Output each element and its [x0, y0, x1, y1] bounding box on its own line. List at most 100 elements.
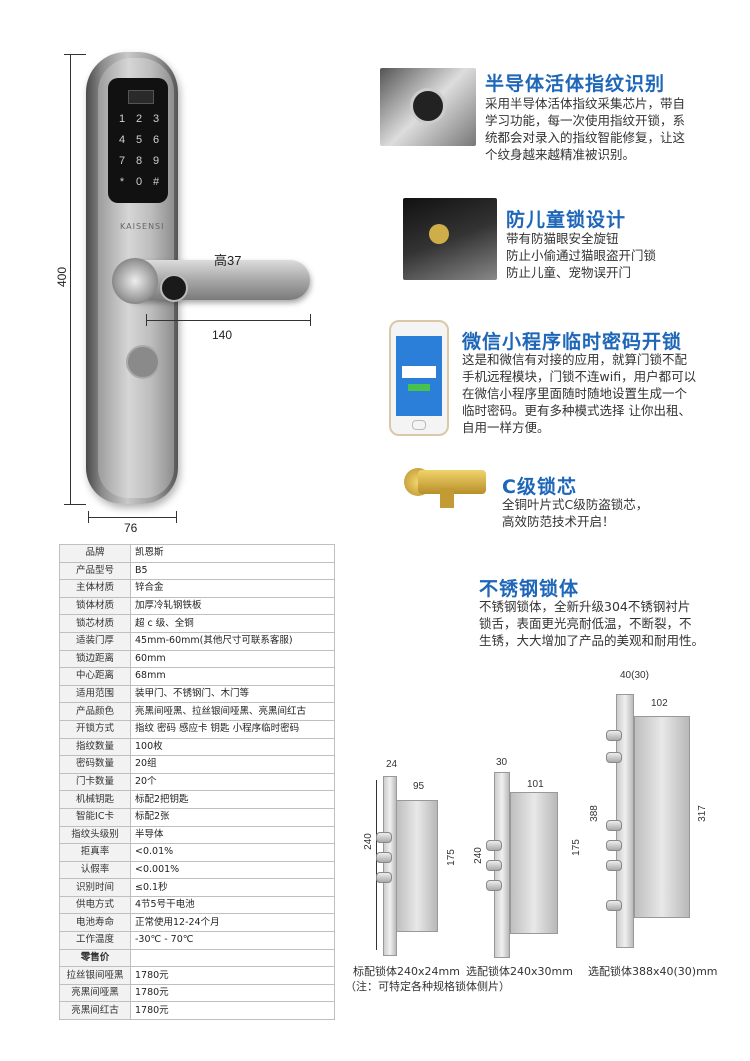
spec-key: 中心距离: [59, 667, 131, 686]
spec-value: 亮黑间哑黑、拉丝银间哑黑、亮黑间红古: [130, 702, 335, 721]
handle-length-label: 140: [212, 328, 233, 342]
mortise-c-height-inner: 317: [696, 805, 708, 822]
spec-value: 指纹 密码 感应卡 钥匙 小程序临时密码: [130, 719, 335, 739]
price-color: 亮黑间红古: [59, 1001, 131, 1021]
bolt-icon: [606, 820, 622, 831]
height-dim-label: 400: [55, 266, 70, 288]
table-row: 拒真率<0.01%: [59, 843, 335, 862]
bolt-icon: [486, 840, 502, 851]
keypad-key[interactable]: 8: [135, 155, 143, 167]
spec-value: 标配2把钥匙: [130, 790, 335, 809]
spec-value: ≤0.1秒: [130, 878, 335, 897]
spec-key: 门卡数量: [59, 772, 131, 792]
keypad-key[interactable]: 2: [135, 113, 143, 125]
keypad-key[interactable]: 4: [118, 134, 126, 146]
spec-key: 适用范围: [59, 684, 131, 704]
spec-value: 60mm: [130, 649, 335, 669]
table-row: 开锁方式指纹 密码 感应卡 钥匙 小程序临时密码: [59, 719, 335, 739]
feature-line: 自用一样方便。: [462, 420, 550, 435]
bolt-icon: [486, 860, 502, 871]
mortise-c-depth: 102: [651, 698, 668, 709]
mortise-b-depth: 101: [527, 779, 544, 790]
handle-length-tick-left: [146, 314, 147, 326]
bolt-icon: [606, 840, 622, 851]
bolt-icon: [376, 832, 392, 843]
table-row: 机械钥匙标配2把钥匙: [59, 790, 335, 809]
spec-key: 指纹头级别: [59, 825, 131, 845]
home-button-icon: [412, 420, 426, 430]
height-dim-tick-bottom: [64, 504, 86, 505]
table-row: 智能IC卡标配2张: [59, 807, 335, 827]
bolt-icon: [606, 900, 622, 911]
mortise-c-width: 40(30): [620, 670, 649, 681]
price-value: 1780元: [130, 1001, 335, 1021]
height-dim-tick-top: [64, 54, 86, 55]
keypad-key[interactable]: 0: [135, 176, 143, 188]
spec-value: 20个: [130, 772, 335, 792]
spec-value: <0.01%: [130, 843, 335, 862]
spec-value: 标配2张: [130, 807, 335, 827]
spec-key: 智能IC卡: [59, 807, 131, 827]
feature-line: 临时密码。更有多种模式选择 让你出租、: [462, 403, 691, 418]
mortise-c-body: [634, 716, 690, 918]
height-dim-line: [70, 54, 71, 504]
table-row: 锁芯材质超 c 级、全铜: [59, 614, 335, 633]
keypad-key[interactable]: #: [152, 176, 160, 188]
mortise-a-height-inner: 175: [445, 849, 457, 866]
table-row: 主体材质锌合金: [59, 579, 335, 598]
feature-line: 学习功能，每一次使用指纹开锁，系: [485, 113, 686, 128]
fingerprint-icon: [410, 88, 446, 124]
spec-key: 锁芯材质: [59, 614, 131, 633]
mortise-a-depth: 95: [413, 781, 425, 792]
spec-value: 装甲门、不锈钢门、木门等: [130, 684, 335, 704]
spec-value: B5: [130, 561, 335, 581]
spec-value: 68mm: [130, 667, 335, 686]
table-row: 指纹头级别半导体: [59, 825, 335, 845]
child-lock-photo: [403, 198, 497, 280]
mortise-note: （注：可特定各种规格锁体侧片）: [345, 980, 510, 993]
keypad-key[interactable]: 6: [152, 134, 160, 146]
feature-text-wechat: 这是和微信有对接的应用，就算门锁不配 手机远程模块，门锁不连wifi，用户都可以…: [462, 351, 696, 436]
keypad-key[interactable]: 5: [135, 134, 143, 146]
mortise-a-height: 240: [362, 833, 374, 850]
phone-screen: [396, 336, 442, 416]
price-value: 1780元: [130, 983, 335, 1003]
keypad-key[interactable]: 3: [152, 113, 160, 125]
table-row: 电池寿命正常使用12-24个月: [59, 913, 335, 933]
keypad-key[interactable]: 7: [118, 155, 126, 167]
feature-title-child-lock: 防儿童锁设计: [506, 209, 627, 231]
keypad-key[interactable]: 9: [152, 155, 160, 167]
mortise-a-faceplate: [383, 776, 397, 956]
spec-value: -30℃ - 70℃: [130, 931, 335, 950]
keypad-key[interactable]: *: [119, 176, 125, 188]
width-dim-tick-left: [88, 511, 89, 523]
bolt-icon: [606, 730, 622, 741]
price-color: 亮黑间哑黑: [59, 983, 131, 1003]
mortise-a-body: [396, 800, 438, 932]
keyhole-cover: [126, 345, 160, 379]
feature-line: 带有防猫眼安全旋钮: [506, 231, 619, 246]
spec-key: 识别时间: [59, 878, 131, 897]
price-color: 拉丝银间哑黑: [59, 966, 131, 985]
width-dim-tick-right: [176, 511, 177, 523]
keypad-key[interactable]: 1: [118, 113, 126, 125]
price-header: 零售价: [59, 948, 131, 968]
feature-title-cylinder: C级锁芯: [502, 476, 577, 498]
feature-title-stainless: 不锈钢锁体: [479, 578, 580, 600]
spec-value: 超 c 级、全铜: [130, 614, 335, 633]
bolt-icon: [606, 752, 622, 763]
feature-line: 采用半导体活体指纹采集芯片，带自: [485, 96, 686, 111]
feature-title-wechat: 微信小程序临时密码开锁: [462, 331, 683, 353]
price-header-row: 零售价: [59, 948, 335, 968]
handle-height-label: 高37: [214, 253, 242, 268]
confirm-button-icon: [408, 384, 430, 391]
feature-line: 全铜叶片式C级防盗锁芯，: [502, 497, 649, 512]
feature-line: 个纹身越来越精准被识别。: [485, 147, 636, 162]
feature-line: 生锈，大大增加了产品的美观和耐用性。: [479, 633, 705, 648]
